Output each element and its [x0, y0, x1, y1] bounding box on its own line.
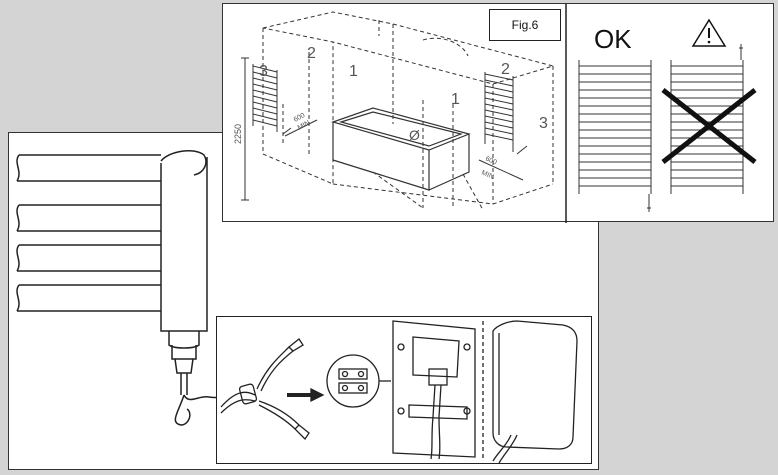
zone-label-1: 1: [349, 63, 358, 80]
stripped-cable: [220, 338, 310, 441]
radiator-tube: [16, 204, 161, 232]
zone-label-2: 2: [307, 45, 316, 62]
zone-label-2: 2: [501, 61, 510, 78]
right-towel-radiator: [484, 72, 528, 155]
collector-top: [160, 149, 207, 176]
wiring-detail-inset: [216, 316, 592, 464]
left-towel-radiator: [252, 64, 292, 135]
bathtub: [331, 107, 471, 191]
bathroom-zones-panel: 3 2 1 1 2 3 Ø 2250 600 MIN 600 MIN: [222, 3, 774, 223]
radiator-tube: [16, 284, 161, 312]
distance-value-left: 600: [293, 112, 307, 124]
radiator-tube: [16, 154, 161, 182]
zone-boundaries: [262, 11, 555, 211]
bathroom-zones-drawing: 3 2 1 1 2 3 Ø 2250 600 MIN 600 MIN: [233, 4, 757, 223]
distance-marker-left: [284, 119, 318, 137]
distance-unit-right: MIN: [480, 169, 495, 181]
mounting-plate: [392, 320, 476, 460]
ok-radiator: [578, 60, 652, 212]
cross-mark-icon: [661, 88, 757, 164]
height-dimension-text: 2250: [233, 124, 243, 144]
radiator-tube: [16, 244, 161, 272]
arrow-head: [310, 387, 325, 403]
distance-value-right: 600: [484, 155, 498, 166]
not-ok-radiator: [670, 44, 744, 194]
zone-label-1: 1: [451, 91, 460, 108]
zone-label-3: 3: [539, 115, 548, 132]
wiring-steps-drawing: [220, 320, 578, 464]
magnified-terminal: [326, 354, 391, 408]
radiator-pipe-drawing: [16, 149, 230, 426]
zone-label-3: 3: [259, 63, 268, 80]
bathtub-symbol: Ø: [409, 127, 420, 143]
figure-label: Fig.6: [489, 9, 561, 41]
height-dimension-line: [241, 57, 249, 201]
warning-triangle-icon: [691, 18, 727, 47]
ok-label: OK: [594, 24, 632, 54]
thermostat-cover: [492, 320, 578, 464]
distance-marker-right: [478, 159, 524, 181]
